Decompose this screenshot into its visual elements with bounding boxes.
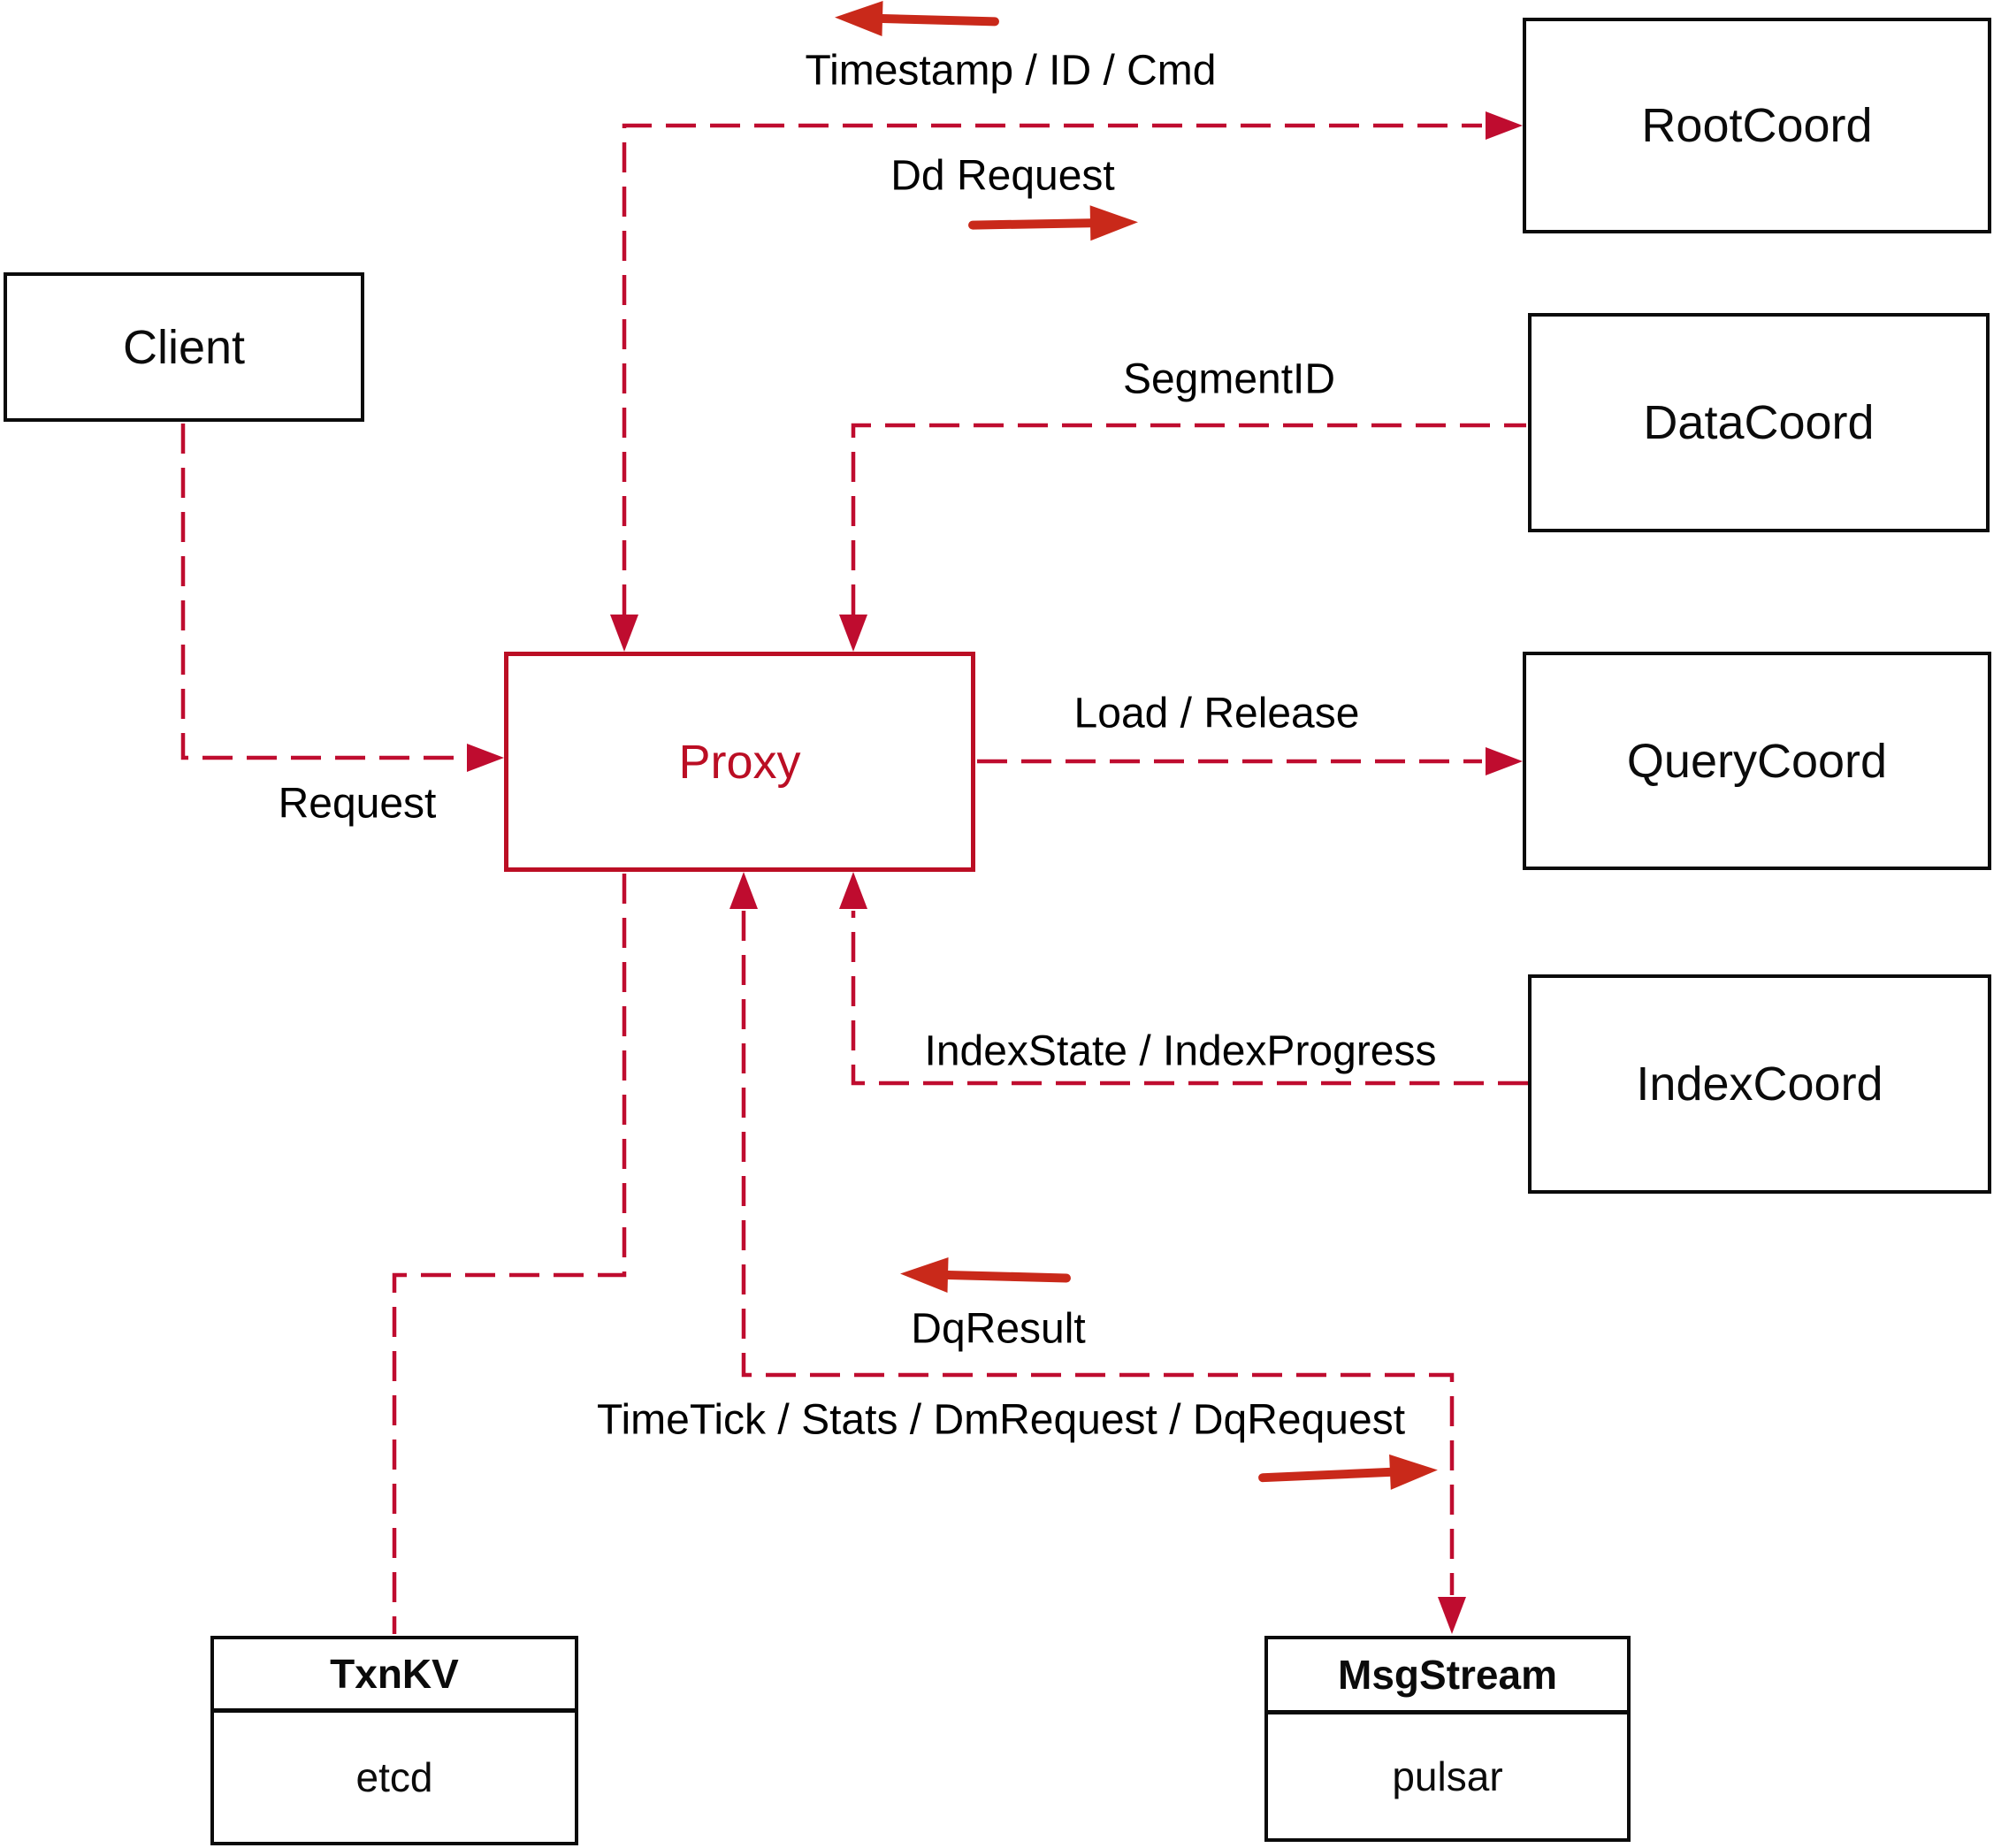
node-msgstream-title: MsgStream — [1268, 1639, 1627, 1714]
edge-label-dd-request: Dd Request — [890, 152, 1115, 200]
edge-client-to-proxy — [180, 424, 504, 772]
edge-label-segment-id: SegmentID — [1122, 355, 1336, 403]
node-querycoord: QueryCoord — [1523, 652, 1991, 870]
node-proxy: Proxy — [504, 652, 975, 872]
arrowhead-into-proxy-top-left — [610, 615, 638, 652]
node-rootcoord: RootCoord — [1523, 18, 1991, 233]
edge-label-index-state-progress: IndexState / IndexProgress — [924, 1027, 1437, 1075]
edge-proxy-txnkv — [392, 874, 627, 1634]
node-txnkv-impl: etcd — [355, 1754, 433, 1800]
arrowhead-into-proxy-bottom-left — [730, 872, 758, 909]
node-datacoord-label: DataCoord — [1643, 396, 1875, 449]
edge-proxy-datacoord-line — [851, 423, 1526, 615]
direction-arrow-timestamp-left — [835, 1, 999, 37]
node-querycoord-label: QueryCoord — [1626, 734, 1888, 788]
node-msgstream: MsgStream pulsar — [1264, 1636, 1631, 1842]
arrowhead-into-proxy-top-right — [839, 615, 867, 652]
node-txnkv: TxnKV etcd — [210, 1636, 578, 1845]
edge-label-request: Request — [278, 780, 437, 828]
edge-label-timetick-stats: TimeTick / Stats / DmRequest / DqRequest — [596, 1396, 1406, 1444]
node-msgstream-impl: pulsar — [1392, 1753, 1503, 1799]
edge-proxy-msgstream — [730, 872, 1466, 1634]
edge-client-to-proxy-line — [180, 424, 463, 760]
node-proxy-label: Proxy — [678, 735, 801, 789]
direction-arrow-dd-request-right — [968, 205, 1138, 241]
arrowhead-into-msgstream — [1438, 1597, 1466, 1634]
direction-arrow-timetick-right — [1258, 1454, 1438, 1490]
node-indexcoord: IndexCoord — [1528, 974, 1991, 1194]
edge-proxy-rootcoord — [610, 111, 1523, 652]
edge-proxy-datacoord — [839, 423, 1526, 652]
node-indexcoord-label: IndexCoord — [1636, 1058, 1883, 1111]
node-client-label: Client — [122, 320, 246, 374]
edge-proxy-msgstream-line — [741, 911, 1455, 1595]
arrowhead-into-querycoord — [1486, 747, 1523, 775]
arrowhead-into-proxy-bottom-right — [839, 872, 867, 909]
arrowhead-into-proxy-left — [467, 744, 504, 772]
edge-indexcoord-to-proxy-line — [851, 911, 1528, 1086]
node-rootcoord-label: RootCoord — [1641, 99, 1873, 152]
edge-label-load-release: Load / Release — [1073, 690, 1360, 737]
edge-indexcoord-to-proxy — [839, 872, 1528, 1086]
direction-arrow-dqresult-left — [900, 1256, 1071, 1293]
edge-proxy-rootcoord-line — [622, 123, 1482, 615]
node-txnkv-title: TxnKV — [214, 1639, 575, 1713]
node-datacoord: DataCoord — [1528, 313, 1990, 532]
edge-label-timestamp-id-cmd: Timestamp / ID / Cmd — [805, 47, 1217, 95]
edge-label-dq-result: DqResult — [911, 1305, 1086, 1353]
arrowhead-into-rootcoord — [1486, 111, 1523, 140]
edge-proxy-txnkv-line — [392, 874, 627, 1634]
edge-proxy-querycoord — [977, 747, 1523, 775]
node-client: Client — [4, 272, 364, 422]
